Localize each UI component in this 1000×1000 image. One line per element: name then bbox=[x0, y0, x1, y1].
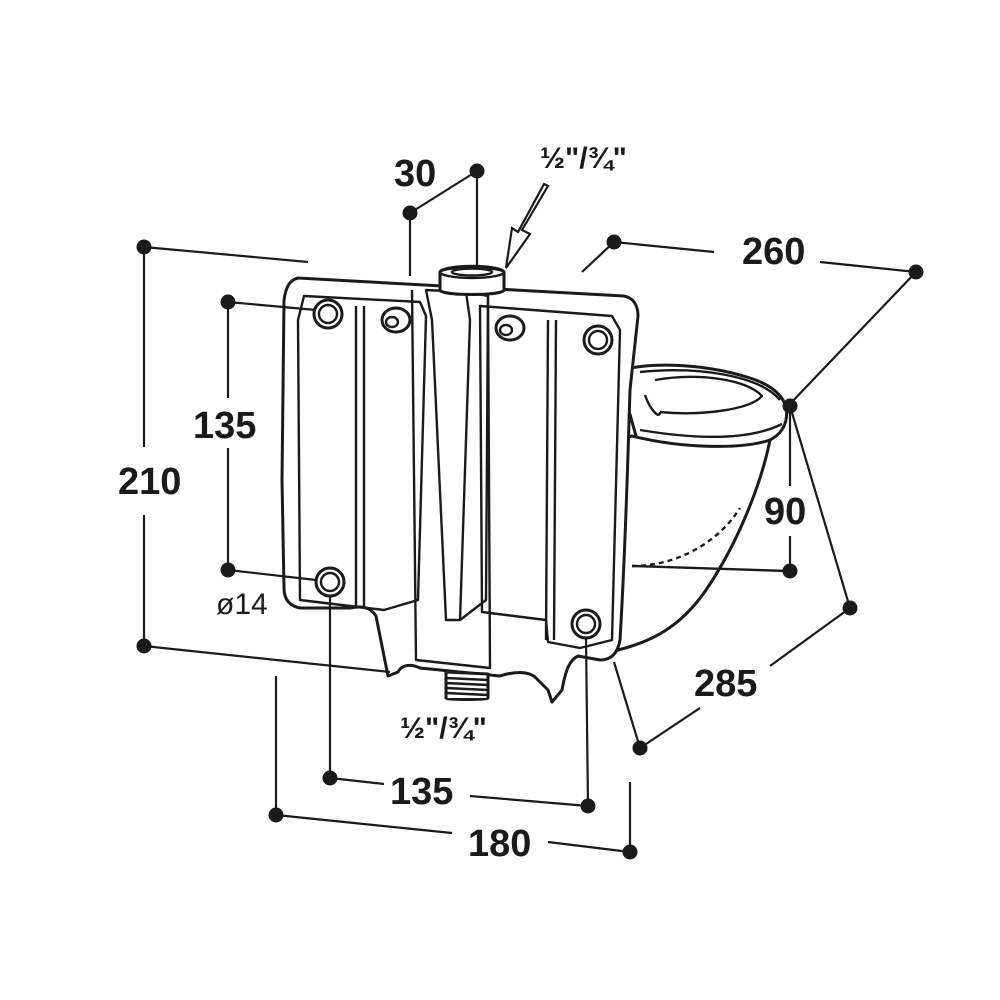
bottom-inlet bbox=[444, 670, 490, 701]
label-bottom-inlet-thread: ½"/¾" bbox=[400, 712, 487, 745]
dimension-dot bbox=[268, 807, 284, 823]
bowl-part bbox=[616, 363, 789, 652]
label-hole-spacing-vertical: 135 bbox=[193, 405, 256, 447]
label-top-inlet-thread: ½"/¾" bbox=[540, 142, 627, 175]
dimension-dot bbox=[842, 600, 858, 616]
dimension-dot bbox=[632, 740, 648, 756]
dimension-dot bbox=[782, 398, 798, 414]
back-plate bbox=[280, 276, 640, 704]
label-overall-width: 180 bbox=[468, 823, 531, 865]
dimension-dot bbox=[469, 163, 485, 179]
label-bowl-depth: 90 bbox=[764, 491, 806, 533]
dimension-dot bbox=[622, 844, 638, 860]
dimension-dot bbox=[908, 264, 924, 280]
top-inlet bbox=[438, 264, 506, 296]
dimension-dots bbox=[136, 163, 924, 860]
label-overall-height: 210 bbox=[118, 461, 181, 503]
dimension-dot bbox=[220, 294, 236, 310]
dimension-dot bbox=[580, 798, 596, 814]
dimension-lines bbox=[142, 170, 917, 854]
screws bbox=[380, 306, 526, 342]
dimension-dot bbox=[782, 563, 798, 579]
dimension-dot bbox=[220, 562, 236, 578]
label-hole-diameter: ø14 bbox=[216, 588, 268, 621]
dimension-labels: 210 135 ø14 30 ½"/¾" ½"/¾" 260 90 285 13… bbox=[118, 142, 806, 865]
dimension-dot bbox=[136, 638, 152, 654]
label-hole-spacing-horizontal: 135 bbox=[390, 771, 453, 813]
label-depth: 260 bbox=[742, 231, 805, 273]
dimension-dot bbox=[402, 205, 418, 221]
label-top-inlet-width: 30 bbox=[394, 153, 436, 195]
dimension-dot bbox=[136, 239, 152, 255]
dimension-dot bbox=[322, 770, 338, 786]
drinking-bowl-illustration bbox=[280, 264, 789, 704]
dimension-dot bbox=[606, 234, 622, 250]
label-bowl-length: 285 bbox=[694, 663, 757, 705]
